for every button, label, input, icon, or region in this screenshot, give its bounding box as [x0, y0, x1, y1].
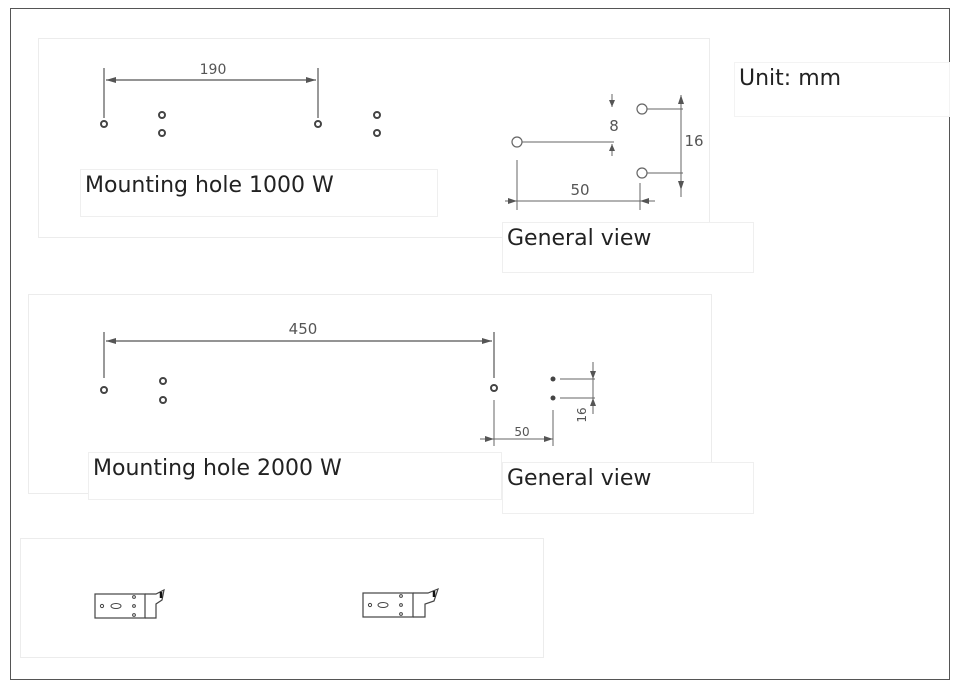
hole	[100, 386, 108, 394]
arrow-right	[306, 77, 316, 83]
general-view-1-label: General view	[502, 222, 754, 273]
hole	[373, 111, 381, 119]
hole	[159, 396, 167, 404]
arrow-left	[106, 77, 116, 83]
general-view-2-label: General view	[502, 462, 754, 514]
hole	[159, 377, 167, 385]
detail-hole	[550, 376, 556, 382]
panel-brackets	[20, 538, 544, 658]
dimension-text-450: 450	[289, 320, 318, 338]
dimension-text-8: 8	[609, 117, 619, 135]
hole	[373, 129, 381, 137]
dimension-text-190: 190	[200, 62, 227, 78]
dimension-text-16: 16	[684, 132, 703, 150]
dimension-text-16-2000: 16	[575, 407, 589, 422]
detail-hole	[550, 395, 556, 401]
hole	[490, 384, 498, 392]
hole	[158, 111, 166, 119]
mounting-hole-1000w-label: Mounting hole 1000 W	[80, 169, 438, 217]
dimension-text-50-2000: 50	[514, 425, 529, 439]
hole	[100, 120, 108, 128]
hole	[314, 120, 322, 128]
dimension-text-50: 50	[570, 181, 589, 199]
hole	[158, 129, 166, 137]
mounting-hole-2000w-label: Mounting hole 2000 W	[88, 452, 502, 500]
unit-label: Unit: mm	[734, 62, 950, 117]
